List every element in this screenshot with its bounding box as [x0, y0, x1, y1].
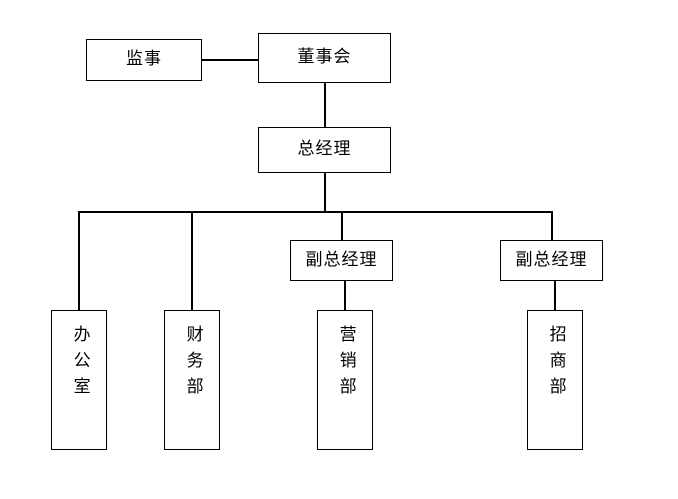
connector-bus-to-office — [78, 211, 80, 311]
node-board[interactable]: 董事会 — [258, 33, 391, 83]
node-office-label: 办公室 — [69, 325, 90, 403]
node-deputy-gm-right[interactable]: 副总经理 — [500, 240, 603, 281]
connector-distribution-bus — [78, 211, 552, 213]
connector-supervisor-to-board — [201, 59, 259, 61]
node-board-label: 董事会 — [297, 47, 352, 68]
node-marketing-label: 营销部 — [335, 325, 356, 403]
node-deputy-gm-right-label: 副总经理 — [515, 249, 588, 270]
connector-general-manager-to-bus — [324, 172, 326, 212]
connector-bus-to-deputy-left — [341, 211, 343, 241]
node-general-manager[interactable]: 总经理 — [258, 127, 391, 173]
node-general-manager-label: 总经理 — [297, 139, 352, 160]
node-investment[interactable]: 招商部 — [527, 310, 583, 450]
connector-board-to-general-manager — [324, 83, 326, 128]
node-marketing[interactable]: 营销部 — [317, 310, 373, 450]
node-investment-label: 招商部 — [545, 325, 566, 403]
node-finance[interactable]: 财务部 — [164, 310, 220, 450]
node-deputy-gm-left[interactable]: 副总经理 — [290, 240, 393, 281]
node-supervisor[interactable]: 监事 — [86, 39, 202, 81]
connector-deputy-right-to-investment — [554, 281, 556, 311]
connector-bus-to-deputy-right — [551, 211, 553, 241]
connector-deputy-left-to-marketing — [344, 281, 346, 311]
node-supervisor-label: 监事 — [126, 49, 162, 70]
connector-bus-to-finance — [191, 211, 193, 311]
node-finance-label: 财务部 — [182, 325, 203, 403]
node-deputy-gm-left-label: 副总经理 — [305, 249, 378, 270]
node-office[interactable]: 办公室 — [51, 310, 107, 450]
